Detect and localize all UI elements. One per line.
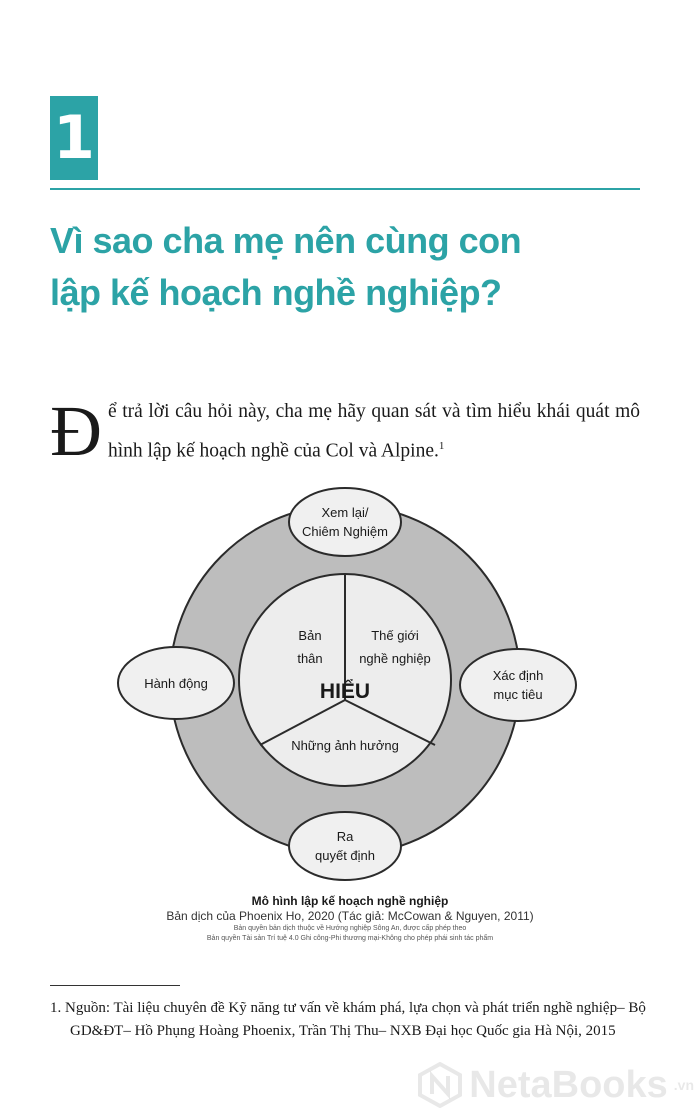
node-review (288, 487, 402, 557)
node-act (117, 646, 235, 720)
chapter-divider (50, 188, 640, 190)
watermark-brand: NetaBooks (469, 1063, 668, 1106)
caption-license-1: Bản quyền bản dịch thuộc về Hướng nghiệp… (233, 925, 467, 932)
watermark-suffix: .vn (673, 1077, 694, 1093)
node-set-goals (459, 648, 577, 722)
career-planning-diagram: Bản thân Thế giới nghề nghiệp HIỂU Những… (117, 487, 577, 881)
diagram-center-label: HIỂU (320, 680, 370, 703)
chapter-number: 1 (50, 96, 98, 180)
diagram-caption: Mô hình lập kế hoạch nghề nghiệp Bản dịc… (100, 893, 600, 944)
footnote: 1. Nguồn: Tài liệu chuyên đề Kỹ năng tư … (50, 1000, 646, 1039)
node-decide-line-1: Ra (337, 829, 354, 844)
divider-right (344, 699, 436, 746)
segment-career-world-line-2: nghề nghiệp (359, 651, 431, 666)
netabooks-logo-icon (418, 1062, 463, 1108)
node-decide-line-2: quyết định (315, 848, 375, 863)
chapter-title-line-1: Vì sao cha mẹ nên cùng con (50, 220, 522, 261)
node-review-line-1: Xem lại/ (322, 505, 369, 520)
segment-self-line-2: thân (297, 651, 322, 666)
chapter-title-line-2: lập kế hoạch nghề nghiệp? (50, 272, 502, 313)
caption-title: Mô hình lập kế hoạch nghề nghiệp (251, 894, 449, 908)
caption-license-2: Bản quyền Tài sản Trí tuệ 4.0 Ghi công-P… (206, 935, 494, 942)
node-set-goals-line-2: mục tiêu (493, 687, 542, 702)
divider-left (259, 699, 346, 746)
segment-career-world-line-1: Thế giới (371, 628, 419, 643)
segment-influences: Những ảnh hưởng (291, 738, 399, 753)
node-review-line-2: Chiêm Nghiệm (302, 524, 388, 539)
footnote-reference: 1 (438, 440, 445, 452)
node-decide (288, 811, 402, 881)
drop-cap: Đ (50, 391, 102, 471)
caption-subtitle: Bản dịch của Phoenix Ho, 2020 (Tác giả: … (166, 909, 534, 923)
intro-text: ể trả lời câu hỏi này, cha mẹ hãy quan s… (108, 401, 640, 462)
chapter-title: Vì sao cha mẹ nên cùng con lập kế hoạch … (50, 215, 650, 319)
segment-self-line-1: Bản (298, 628, 321, 643)
node-set-goals-line-1: Xác định (493, 668, 544, 683)
node-act-label: Hành động (144, 676, 208, 691)
footnote-divider (50, 985, 180, 986)
watermark: NetaBooks .vn (417, 1062, 694, 1108)
